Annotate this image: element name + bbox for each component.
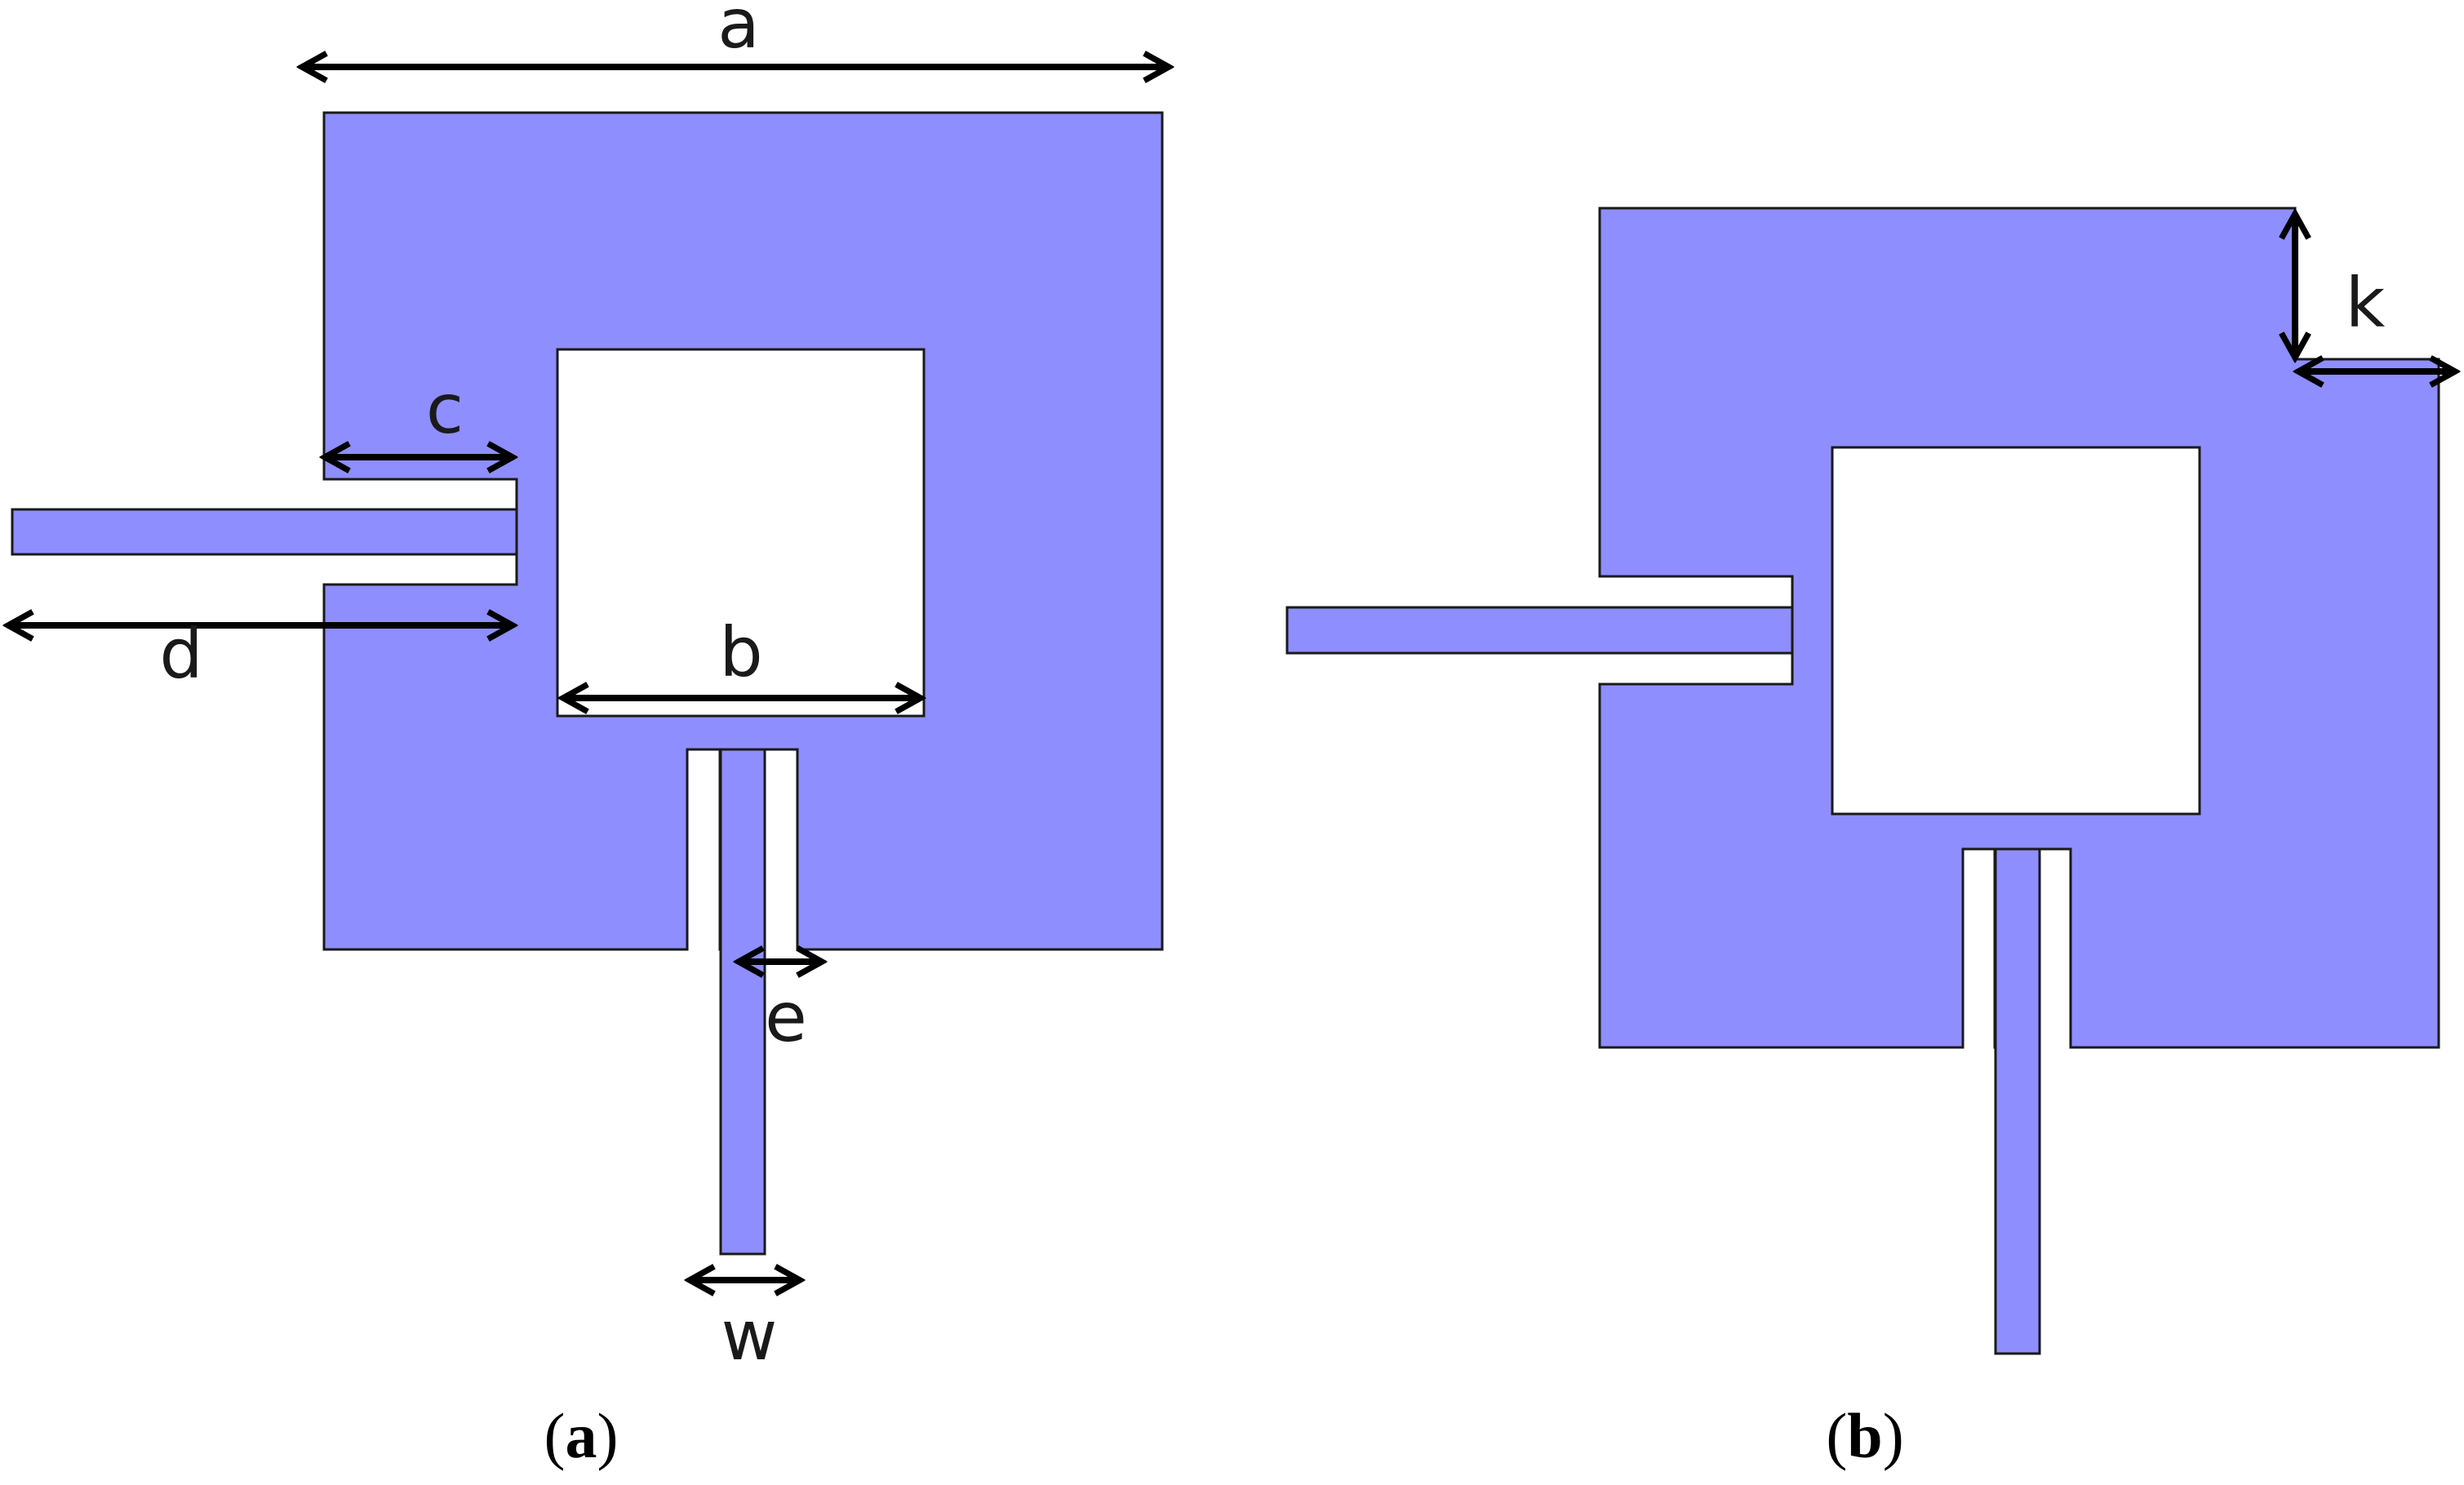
dimension-label-k: k xyxy=(2346,263,2386,343)
feed-line-bottom-a xyxy=(719,748,766,1256)
caption-a: (a) xyxy=(544,1400,619,1471)
dimension-label-c: c xyxy=(426,369,464,449)
caption-b-open: ( xyxy=(1826,1400,1847,1471)
caption-b-letter: b xyxy=(1847,1400,1882,1471)
panel-a: a c d b e w (a) xyxy=(8,0,1169,1471)
caption-b-close: ) xyxy=(1883,1400,1904,1471)
dimension-label-e: e xyxy=(765,977,807,1057)
caption-b: (b) xyxy=(1826,1400,1903,1471)
dimension-label-w: w xyxy=(721,1296,778,1376)
dimension-label-d: d xyxy=(159,614,202,694)
dimension-label-a: a xyxy=(717,0,759,64)
caption-a-open: ( xyxy=(544,1400,566,1471)
panel-b: k (b) xyxy=(1285,207,2455,1471)
caption-a-letter: a xyxy=(566,1400,597,1471)
caption-a-close: ) xyxy=(597,1400,619,1471)
feed-line-bottom-b xyxy=(1994,847,2041,1355)
dimension-label-b: b xyxy=(719,612,762,692)
feed-line-left-a xyxy=(11,508,518,556)
feed-line-left-b xyxy=(1285,606,1794,655)
patch-b xyxy=(1285,207,2440,1355)
